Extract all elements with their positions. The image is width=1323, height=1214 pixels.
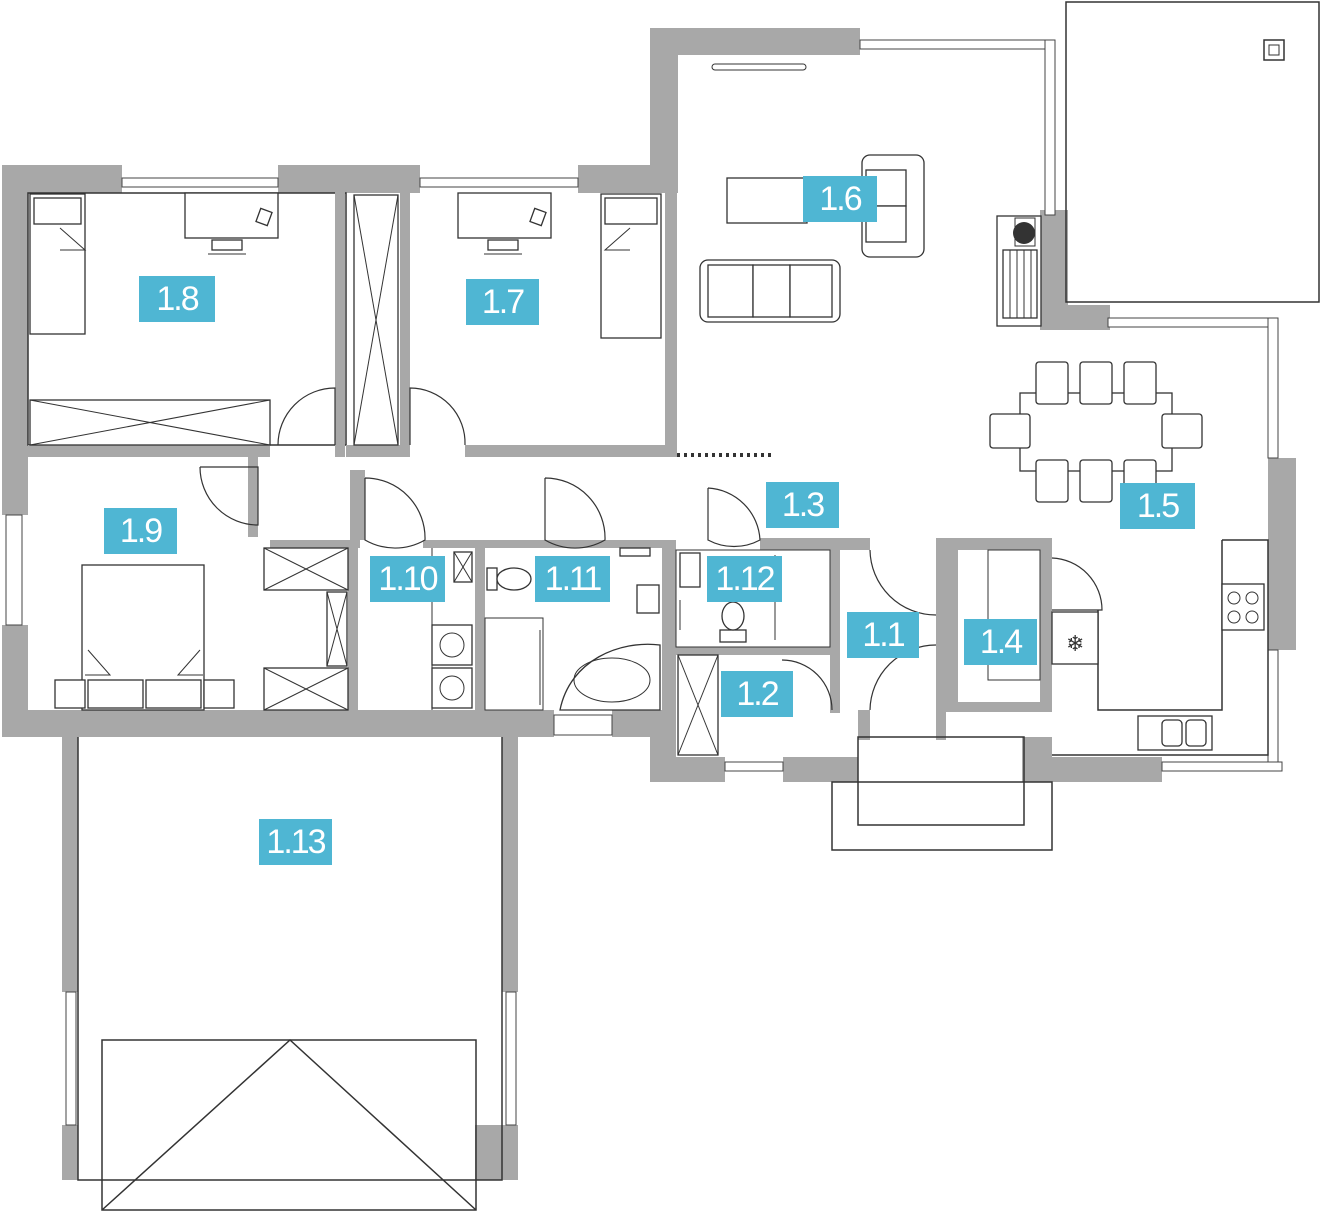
sink-icon [1137,715,1213,751]
room-label-1-1: 1.1 [847,612,919,658]
room-label-1-13: 1.13 [259,819,332,865]
windows [5,39,1283,1126]
room-label-1-7: 1.7 [466,279,539,325]
sofa-icon [699,259,841,323]
svg-text:❄: ❄ [1066,632,1084,657]
bed-icon [29,193,87,335]
bed-icon [600,193,662,339]
bed-icon [81,564,205,711]
room-label-1-12: 1.12 [707,556,782,602]
walls [2,28,1296,1180]
chair-icon [208,239,246,255]
wardrobe-icon [353,194,399,446]
room-label-1-10: 1.10 [370,556,445,602]
chimney-icon [1263,39,1285,61]
washing-machine-icon [431,624,473,709]
room-label-1-3: 1.3 [766,482,839,528]
room-label-1-9: 1.9 [104,508,177,554]
toilet-icon [719,601,747,643]
wardrobe-icon [29,399,271,446]
fireplace-icon [996,215,1042,327]
dining-table-icon [989,361,1203,503]
fridge-icon: ❄ [1051,611,1099,665]
room-label-1-2: 1.2 [721,671,793,717]
room-label-1-11: 1.11 [535,556,610,602]
room-label-1-6: 1.6 [803,176,877,222]
room-label-1-5: 1.5 [1120,483,1195,529]
wardrobe-icon [263,547,349,711]
garage-door-icon [101,1038,477,1211]
wardrobe-icon [677,654,719,756]
room-label-1-4: 1.4 [964,619,1037,665]
toilet-icon [486,567,532,591]
desk-icon [457,192,552,239]
stove-icon [1221,583,1265,631]
bathtub-icon [559,643,661,711]
desk-icon [184,192,279,239]
chair-icon [484,239,522,255]
room-label-1-8: 1.8 [139,276,215,322]
